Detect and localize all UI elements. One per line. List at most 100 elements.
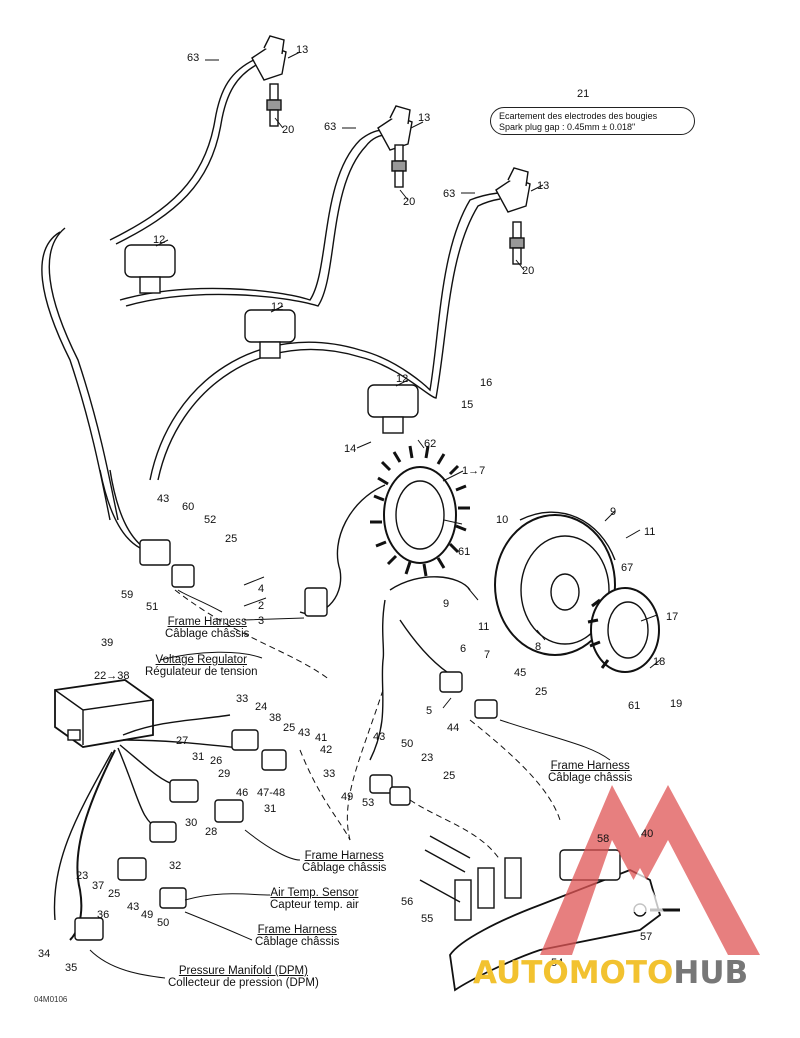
callout-23: 23 [76, 870, 89, 882]
callout-18: 18 [653, 656, 666, 668]
caption-air-temp-sensor: Air Temp. Sensor Capteur temp. air [270, 887, 359, 911]
callout-13: 13 [537, 180, 550, 192]
callout-24: 24 [255, 701, 268, 713]
callout-40: 40 [641, 828, 654, 840]
callout-6: 6 [460, 643, 467, 655]
callout-38: 38 [269, 712, 282, 724]
spark-plug-gap-note: Ecartement des electrodes des bougies Sp… [490, 107, 695, 135]
callout-47-48: 47-48 [257, 787, 286, 799]
callout-23: 23 [421, 752, 434, 764]
callout-44: 44 [447, 722, 460, 734]
callout-30: 30 [185, 817, 198, 829]
callout-62: 62 [424, 438, 437, 450]
voltage-regulator [54, 679, 154, 748]
callout-46: 46 [236, 787, 249, 799]
ignition-coils [124, 244, 419, 434]
callout-9: 9 [443, 598, 450, 610]
callout-43: 43 [157, 493, 170, 505]
callout-49: 49 [141, 909, 154, 921]
guide-lines [174, 589, 561, 861]
callout-54: 54 [551, 957, 564, 969]
callout-43: 43 [127, 901, 140, 913]
callout-26: 26 [210, 755, 223, 767]
callout-51: 51 [146, 601, 159, 613]
callout-16: 16 [480, 377, 493, 389]
caption-voltage-regulator: Voltage Regulator Régulateur de tension [145, 654, 258, 678]
callout-25: 25 [283, 722, 296, 734]
callout-57: 57 [640, 931, 653, 943]
rotor-cover [587, 587, 660, 673]
callout-25: 25 [108, 888, 121, 900]
callout-4: 4 [258, 583, 265, 595]
callout-17: 17 [666, 611, 679, 623]
spark-plug-caps [251, 35, 531, 213]
callout-49: 49 [341, 791, 354, 803]
watermark-text: AUTOMOTOHUB [473, 955, 749, 991]
spark-plugs [266, 83, 525, 265]
callout-58: 58 [597, 833, 610, 845]
callout-19: 19 [670, 698, 683, 710]
callout-60: 60 [182, 501, 195, 513]
callout-10: 10 [496, 514, 509, 526]
callout-8: 8 [535, 641, 542, 653]
ignition-wires [41, 57, 501, 551]
stator [370, 445, 470, 577]
callout-33: 33 [236, 693, 249, 705]
callout-1-7: 1→7 [462, 465, 486, 477]
callout-43: 43 [298, 727, 311, 739]
callout-12: 12 [153, 234, 166, 246]
callout-15: 15 [461, 399, 474, 411]
callout-28: 28 [205, 826, 218, 838]
callout-63: 63 [324, 121, 337, 133]
callout-56: 56 [401, 896, 414, 908]
callout-5: 5 [426, 705, 433, 717]
figure-id: 04M0106 [34, 995, 68, 1004]
callout-32: 32 [169, 860, 182, 872]
callout-22-38: 22→38 [94, 670, 130, 682]
callout-43: 43 [373, 731, 386, 743]
callout-33: 33 [323, 768, 336, 780]
callout-20: 20 [522, 265, 535, 277]
watermark-logo [540, 785, 760, 955]
callout-29: 29 [218, 768, 231, 780]
callout-11: 11 [478, 621, 490, 633]
callout-2: 2 [258, 600, 265, 612]
callout-45: 45 [514, 667, 527, 679]
callout-13: 13 [418, 112, 431, 124]
callout-34: 34 [38, 948, 51, 960]
callout-14: 14 [344, 443, 357, 455]
callout-42: 42 [320, 744, 333, 756]
callout-37: 37 [92, 880, 105, 892]
callout-39: 39 [101, 637, 114, 649]
callout-41: 41 [315, 732, 328, 744]
callout-25: 25 [535, 686, 548, 698]
flywheel [494, 511, 616, 656]
callout-52: 52 [204, 514, 217, 526]
caption-frame-harness: Frame Harness Câblage châssis [165, 616, 250, 640]
caption-frame-harness: Frame Harness Câblage châssis [255, 924, 340, 948]
leader-lines [155, 51, 661, 709]
note-line-fr: Ecartement des electrodes des bougies [499, 111, 658, 121]
connectors [74, 539, 498, 941]
callout-50: 50 [157, 917, 170, 929]
callout-63: 63 [443, 188, 456, 200]
callout-20: 20 [403, 196, 416, 208]
callout-25: 25 [443, 770, 456, 782]
callout-53: 53 [362, 797, 375, 809]
callout-27: 27 [176, 735, 189, 747]
callout-21: 21 [577, 88, 590, 100]
callout-20: 20 [282, 124, 295, 136]
note-line-en: Spark plug gap : 0.45mm ± 0.018" [499, 122, 636, 132]
callout-9: 9 [610, 506, 617, 518]
callout-12: 12 [271, 301, 284, 313]
callout-59: 59 [121, 589, 134, 601]
caption-frame-harness: Frame Harness Câblage châssis [548, 760, 633, 784]
callout-63: 63 [187, 52, 200, 64]
callout-35: 35 [65, 962, 78, 974]
caption-frame-harness: Frame Harness Câblage châssis [302, 850, 387, 874]
callout-67: 67 [621, 562, 634, 574]
callout-61: 61 [628, 700, 641, 712]
callout-3: 3 [258, 615, 265, 627]
callout-31: 31 [192, 751, 205, 763]
